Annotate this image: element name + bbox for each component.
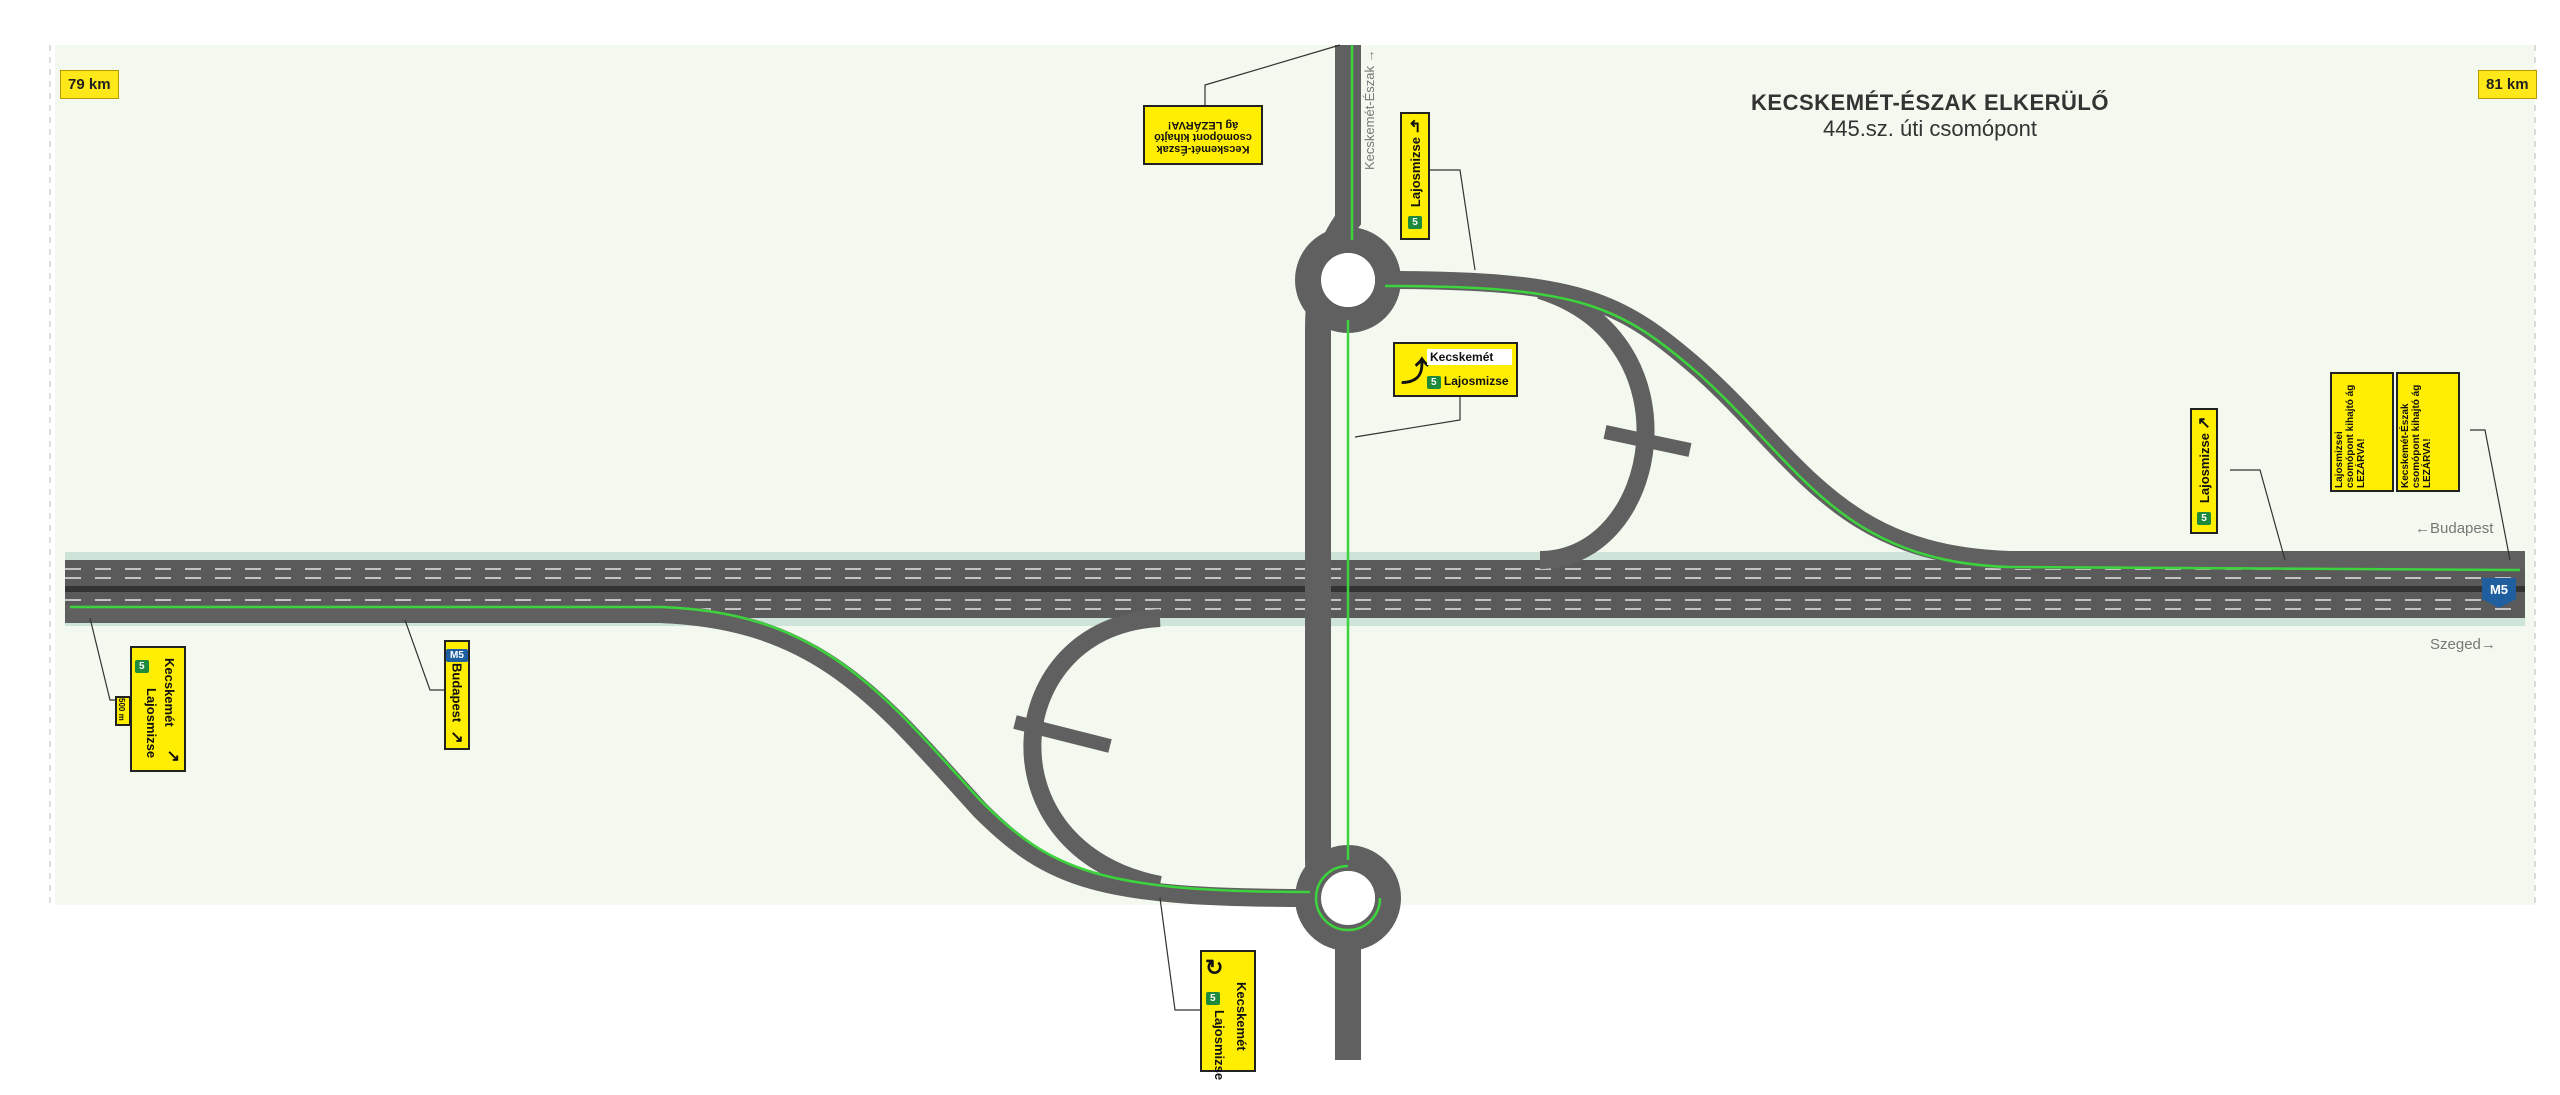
sign-closed-kecskemet: Kecskemét-Észak csomópont kihajtó ág LEZ…: [2396, 372, 2460, 492]
sign-mid: ⤴ Kecskemét 5 Lajosmizse: [1393, 342, 1518, 397]
direction-north: Kecskemét-Észak →: [1362, 49, 1377, 170]
sign-text-lajosmizse: 5 Lajosmizse: [1427, 374, 1512, 389]
sign-leader-lines: [89, 44, 2511, 1011]
u-turn-arrow-icon: ↻: [1205, 955, 1224, 980]
route-shield: 5: [1206, 992, 1220, 1005]
sign-text: Budapest: [449, 663, 465, 723]
arrow-icon: ↘: [450, 729, 464, 747]
sign-text-lajosmizse-label: Lajosmizse: [1443, 374, 1509, 388]
grass-area: [55, 45, 2535, 905]
route-shield: 5: [2197, 512, 2211, 526]
direction-szeged: Szeged→: [2430, 636, 2496, 653]
arrow-icon: ↰: [1408, 119, 1422, 136]
sign-text: Lajosmizse: [2196, 433, 2212, 504]
north-east-ramp: [1384, 271, 2525, 569]
route-shield: 5: [1427, 376, 1441, 389]
direction-budapest: ←Budapest: [2415, 520, 2494, 537]
sign-text: Lajosmizse: [1407, 137, 1423, 208]
south-loop-crossing: [1013, 715, 1112, 753]
sign-text: Kecskemét-Észak csomópont kihajtó ág LEZ…: [2400, 384, 2433, 488]
south-loop-ramp: [1023, 609, 1162, 894]
detour-route: [70, 45, 2521, 932]
sign-text-lajosmizse: Lajosmizse: [144, 688, 159, 759]
sign-closed-north: Kecskemét-Észak csomópont kihajtó ág LEZ…: [1143, 105, 1263, 165]
km-marker-right: 81 km: [2478, 70, 2537, 99]
sign-text-lajosmizse: Lajosmizse: [1212, 1010, 1227, 1081]
sign-budapest: M5 Budapest ↘: [444, 640, 470, 750]
south-roundabout-island: [1321, 871, 1375, 925]
route-shield: 5: [1408, 216, 1422, 230]
arrow-icon: ⤴: [1401, 356, 1430, 387]
arrow-icon: ↘: [166, 748, 180, 765]
arrow-icon: ↖: [2197, 415, 2211, 432]
sign-lajosmizse-right: ↖ Lajosmizse 5: [2190, 408, 2218, 534]
title-line-2: 445.sz. úti csomópont: [1822, 116, 2037, 141]
route-shield: 5: [135, 660, 149, 673]
sign-text-kecskemet: Kecskemét: [1234, 982, 1249, 1051]
sign-closed-lajosmizse: Lajosmizsei csomópont kihajtó ág LEZÁRVA…: [2330, 372, 2394, 492]
sign-text-kecskemet: Kecskemét: [162, 658, 177, 727]
north-loop-crossing: [1603, 425, 1692, 457]
motorway-shield-small: M5: [446, 649, 468, 662]
km-marker-left: 79 km: [60, 70, 119, 99]
map-title: KECSKEMÉT-ÉSZAK ELKERÜLŐ 445.sz. úti cso…: [1640, 90, 2220, 142]
sign-left-exit: 5 Kecskemét Lajosmizse ↘: [130, 646, 186, 772]
sign-text: 500 m: [117, 698, 126, 721]
north-roundabout-island: [1321, 253, 1375, 307]
sign-distance: 500 m: [115, 696, 131, 726]
median: [65, 586, 2525, 592]
sign-bottom: ↻ 5 Kecskemét Lajosmizse: [1200, 950, 1256, 1080]
title-line-1: KECSKEMÉT-ÉSZAK ELKERÜLŐ: [1751, 90, 2109, 115]
sign-lajosmizse-top: ↰ Lajosmizse 5: [1400, 112, 1430, 240]
sign-text-kecskemet: Kecskemét: [1427, 349, 1512, 365]
sign-text: Lajosmizsei csomópont kihajtó ág LEZÁRVA…: [2334, 384, 2367, 488]
